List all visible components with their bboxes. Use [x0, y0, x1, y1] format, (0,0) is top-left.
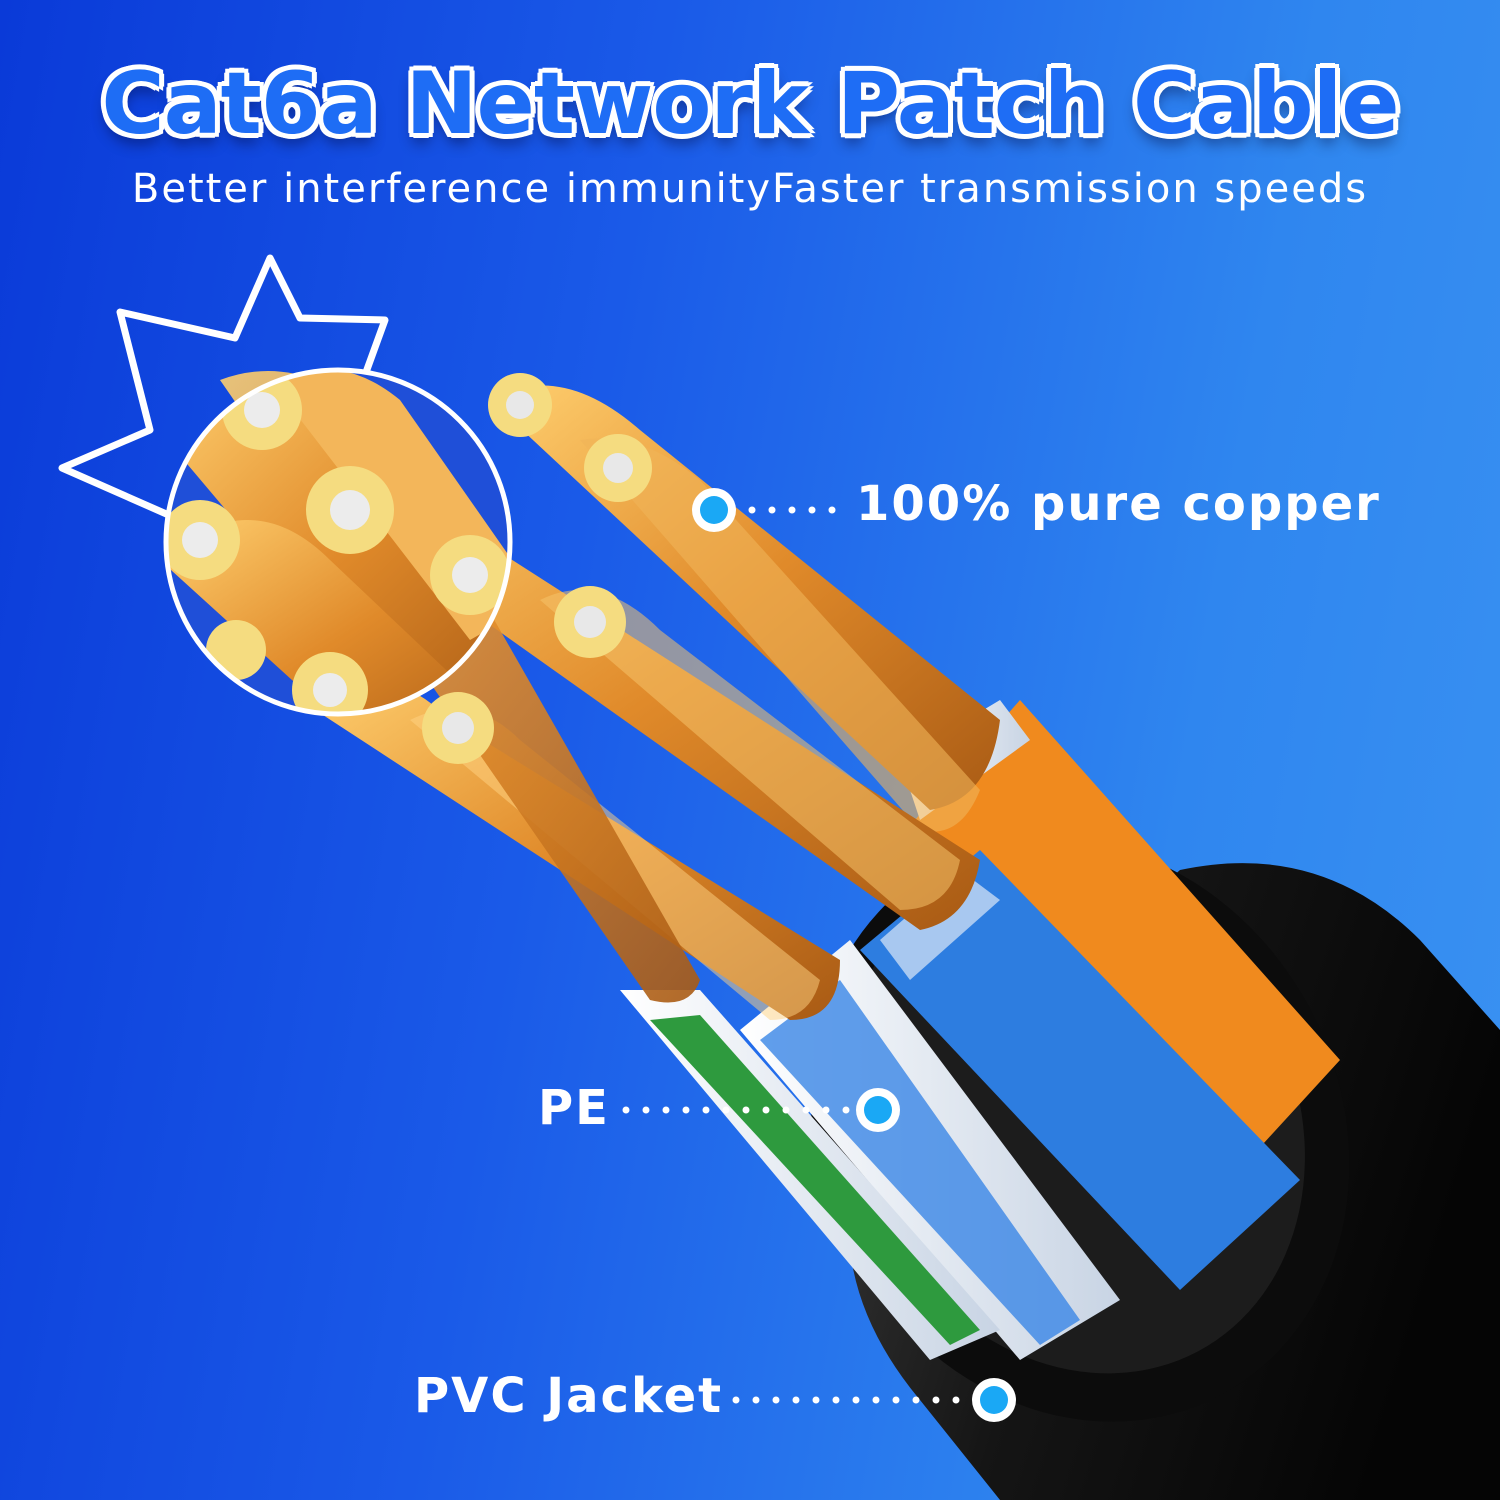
callout-copper-label: 100% pure copper	[856, 476, 1381, 532]
callout-pe-label: PE	[538, 1080, 610, 1136]
callout-copper-marker	[692, 488, 844, 532]
insulated-wires	[620, 700, 1340, 1360]
callout-pvc-label: PVC Jacket	[414, 1368, 724, 1424]
callout-pvc-marker	[732, 1378, 1016, 1422]
page-subtitle: Better interference immunityFaster trans…	[131, 166, 1369, 212]
page-title: Cat6a Network Patch Cable	[101, 54, 1399, 154]
callout-pe-marker	[622, 1088, 900, 1132]
strand-bundles	[422, 373, 652, 764]
